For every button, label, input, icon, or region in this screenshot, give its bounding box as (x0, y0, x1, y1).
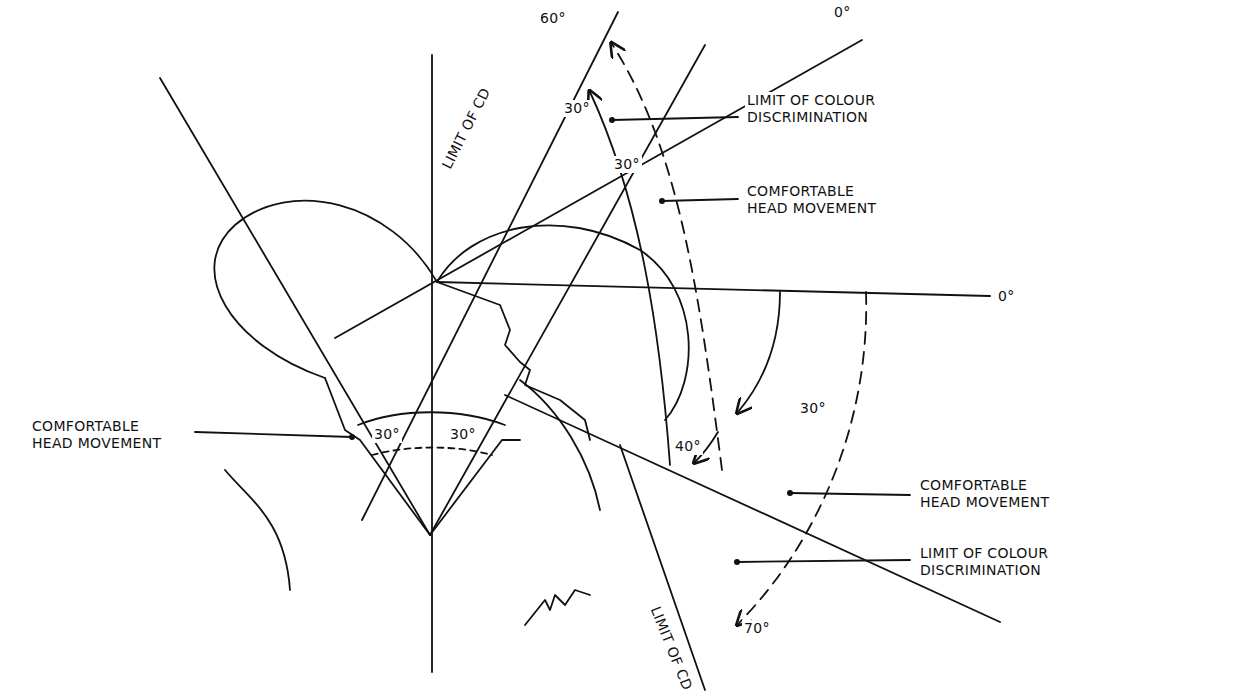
callout-label: LIMIT OF COLOUR DISCRIMINATION (918, 545, 1137, 579)
head-profile-side (437, 282, 590, 440)
arc-front-dashed (372, 448, 492, 456)
limit-label: LIMIT OF CD (646, 602, 696, 694)
leader-line (662, 199, 738, 201)
mouth-line (525, 590, 590, 625)
callout-label: LIMIT OF COLOUR DISCRIMINATION (745, 92, 964, 126)
center-vertical (431, 55, 433, 672)
callout-label: COMFORTABLE HEAD MOVEMENT (745, 183, 889, 217)
leader-line (612, 117, 738, 120)
limit-cd-line-top (362, 12, 618, 520)
angle-label: 40° (673, 438, 703, 455)
arc-30-lower (738, 292, 780, 412)
leader-dot (349, 434, 355, 440)
angle-label: 60° (538, 10, 568, 27)
arc-30-top (590, 92, 670, 465)
angle-label: 30° (562, 100, 592, 117)
angle-label: 30° (798, 400, 828, 417)
angle-label: 0° (832, 4, 853, 21)
angle-label: 0° (996, 288, 1017, 305)
angle-label: 30° (612, 156, 642, 173)
arc-70-lower (738, 292, 866, 624)
limit-label: LIMIT OF CD (438, 83, 495, 173)
callout-label: COMFORTABLE HEAD MOVEMENT (918, 477, 1062, 511)
callout-label: COMFORTABLE HEAD MOVEMENT (30, 418, 174, 452)
back-of-head (225, 470, 290, 590)
head-outline-top (214, 201, 688, 420)
leader-dot (659, 198, 665, 204)
angle-label: 30° (448, 426, 478, 443)
angle-label: 30° (372, 426, 402, 443)
leader-line (195, 432, 352, 437)
leader-dot (734, 559, 740, 565)
limit-cd-line-down (620, 445, 705, 690)
leader-dot (609, 117, 615, 123)
arc-60-top (612, 44, 722, 470)
zero-line-horizontal (437, 282, 990, 296)
leader-dot (787, 490, 793, 496)
leader-line (790, 493, 910, 495)
leader-line (737, 560, 910, 562)
left-diagonal (160, 78, 430, 535)
arc-front (358, 412, 505, 425)
angle-label: 70° (742, 620, 772, 637)
neck-line (520, 380, 600, 510)
